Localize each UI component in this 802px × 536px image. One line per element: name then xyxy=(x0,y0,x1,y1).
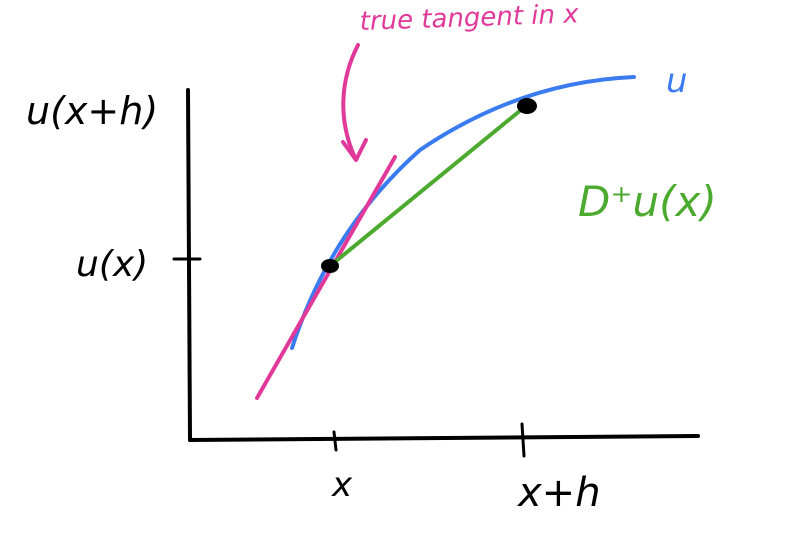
secant-label: D⁺u(x) xyxy=(578,177,717,226)
y-label-upper: u(x+h) xyxy=(26,89,158,133)
x-axis xyxy=(188,434,700,442)
annotation-arrow-head xyxy=(341,138,368,162)
point-at-x-plus-h xyxy=(517,98,537,114)
y-axis xyxy=(186,88,192,442)
point-at-x xyxy=(321,259,339,273)
x-tick-xh xyxy=(520,422,526,458)
annotation-arrow xyxy=(341,43,360,160)
secant-line xyxy=(328,103,529,268)
tangent-line xyxy=(255,155,397,400)
tangent-annotation-label: true tangent in x xyxy=(359,0,580,37)
curve-u xyxy=(290,75,636,350)
x-tick-x xyxy=(332,430,338,452)
curve-label: u xyxy=(666,61,688,101)
x-label-right: x+h xyxy=(516,470,601,516)
y-label-lower: u(x) xyxy=(76,244,148,285)
x-label-left: x xyxy=(331,465,353,505)
